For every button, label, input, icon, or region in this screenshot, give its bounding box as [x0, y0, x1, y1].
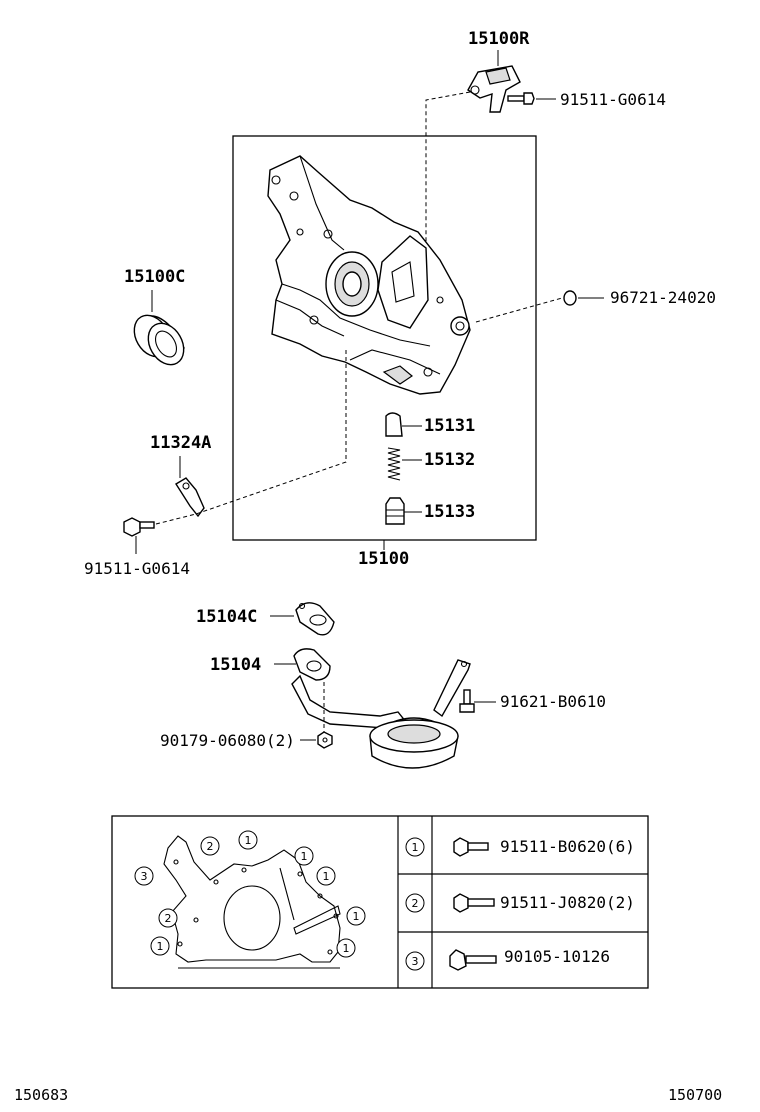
relief-valve-15131-drawing[interactable]	[385, 412, 403, 437]
key-marker-1-c: 1	[316, 866, 336, 886]
spring-15132-drawing[interactable]	[387, 447, 401, 481]
sensor-15100r-drawing[interactable]	[467, 65, 521, 113]
label-15104c[interactable]: 15104C	[196, 607, 257, 627]
label-91511-g0614-bottom[interactable]: 91511-G0614	[84, 559, 190, 578]
plug-15133-drawing[interactable]	[385, 497, 405, 525]
svg-text:1: 1	[343, 942, 350, 955]
table-bolt-1-drawing	[453, 837, 489, 857]
label-15131[interactable]: 15131	[424, 416, 475, 436]
o-ring-location-line	[475, 297, 563, 323]
oil-strainer-15104-drawing[interactable]	[291, 648, 471, 769]
key-marker-1-e: 1	[150, 936, 170, 956]
svg-text:1: 1	[412, 841, 419, 854]
label-15100c[interactable]: 15100C	[124, 267, 185, 287]
key-marker-1-b: 1	[294, 846, 314, 866]
sensor-location-line	[425, 91, 471, 260]
bolt-91621-b0610-drawing[interactable]	[459, 689, 475, 713]
nut-90179-06080-drawing[interactable]	[317, 731, 333, 749]
table-row-3-marker: 3	[405, 951, 425, 971]
table-bolt-2-drawing	[453, 893, 495, 913]
table-bolt-3-drawing	[449, 949, 497, 971]
bolt-reference-frame	[111, 815, 649, 989]
label-15100r[interactable]: 15100R	[468, 29, 530, 49]
table-row-3-part[interactable]: 90105-10126	[504, 947, 610, 966]
footer-right-code: 150700	[668, 1086, 722, 1104]
svg-text:1: 1	[157, 940, 164, 953]
svg-text:2: 2	[207, 840, 214, 853]
svg-text:1: 1	[353, 910, 360, 923]
table-row-1-part[interactable]: 91511-B0620(6)	[500, 837, 635, 856]
bolt-91511-g0614-top-drawing[interactable]	[507, 92, 535, 105]
gasket-15104c-drawing[interactable]	[295, 602, 335, 636]
label-15132[interactable]: 15132	[424, 450, 475, 470]
label-15133[interactable]: 15133	[424, 502, 475, 522]
svg-text:3: 3	[412, 955, 419, 968]
svg-text:3: 3	[141, 870, 148, 883]
label-91621-b0610[interactable]: 91621-B0610	[500, 692, 606, 711]
label-11324a[interactable]: 11324A	[150, 433, 211, 453]
oil-pump-body-drawing[interactable]	[267, 155, 471, 395]
svg-text:1: 1	[245, 834, 252, 847]
footer-left-code: 150683	[14, 1086, 68, 1104]
key-marker-2-lower: 2	[158, 908, 178, 928]
o-ring-96721-24020-drawing[interactable]	[563, 290, 577, 306]
key-marker-3: 3	[134, 866, 154, 886]
table-row-2-part[interactable]: 91511-J0820(2)	[500, 893, 635, 912]
svg-text:1: 1	[323, 870, 330, 883]
key-marker-1-f: 1	[336, 938, 356, 958]
key-marker-1-d: 1	[346, 906, 366, 926]
label-96721-24020[interactable]: 96721-24020	[610, 288, 716, 307]
label-91511-g0614-top[interactable]: 91511-G0614	[560, 90, 666, 109]
table-row-1-marker: 1	[405, 837, 425, 857]
key-marker-2-upper: 2	[200, 836, 220, 856]
bolt-91511-g0614-bottom-drawing[interactable]	[123, 517, 155, 537]
svg-text:2: 2	[165, 912, 172, 925]
key-marker-1-a: 1	[238, 830, 258, 850]
table-row-2-marker: 2	[405, 893, 425, 913]
bracket-location-line	[155, 348, 347, 525]
bolt-location-diagram	[163, 835, 341, 969]
bracket-11324a-drawing[interactable]	[175, 477, 205, 518]
oil-seal-15100c-drawing[interactable]	[127, 309, 191, 371]
label-90179-06080[interactable]: 90179-06080(2)	[160, 731, 295, 750]
label-15104[interactable]: 15104	[210, 655, 261, 675]
svg-text:2: 2	[412, 897, 419, 910]
label-15100[interactable]: 15100	[358, 549, 409, 569]
svg-text:1: 1	[301, 850, 308, 863]
